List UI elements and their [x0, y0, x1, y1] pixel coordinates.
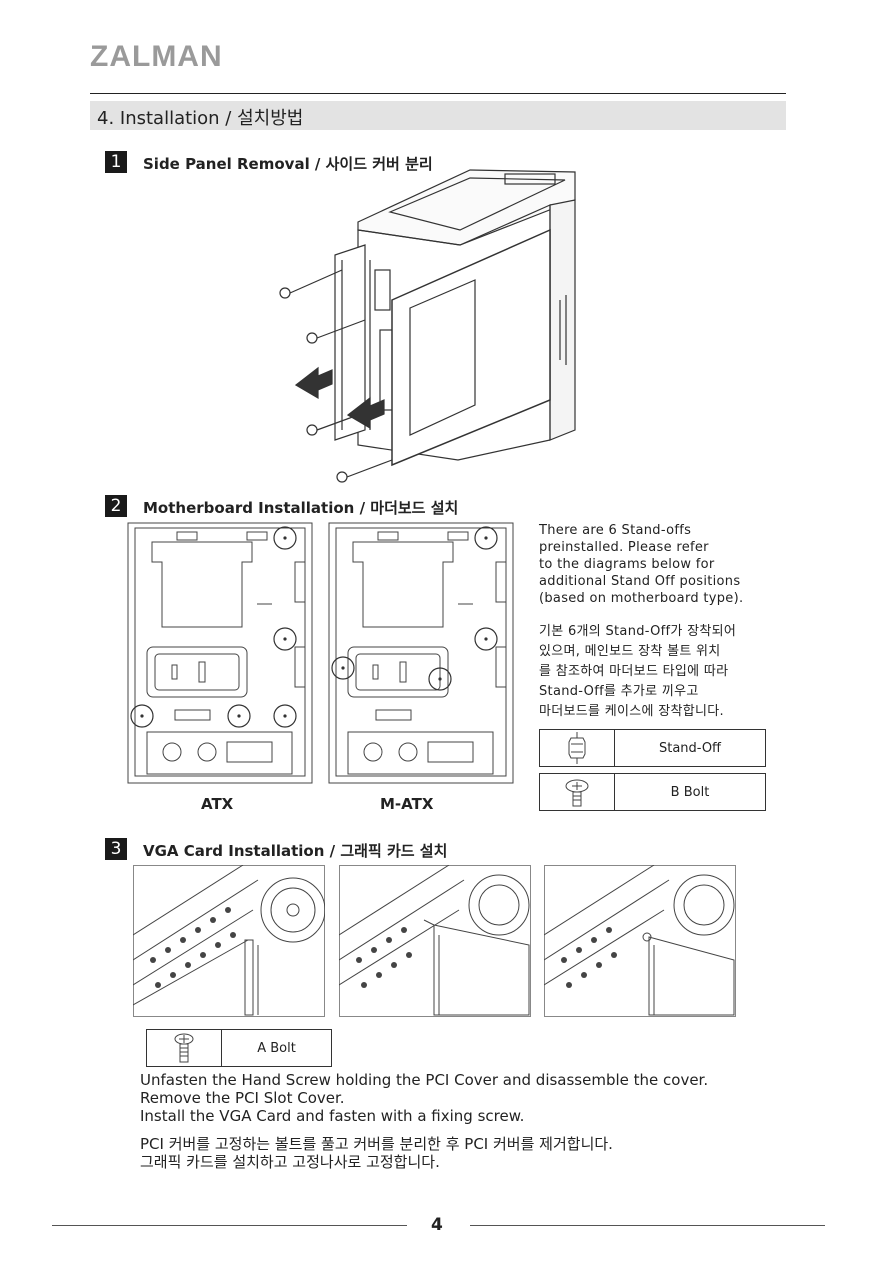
text-line: 마더보드를 케이스에 장착합니다.: [539, 704, 724, 719]
text-line: preinstalled. Please refer: [539, 540, 709, 555]
legend-standoff: Stand-Off: [539, 729, 766, 767]
text-line: 있으며, 메인보드 장착 볼트 위치: [539, 644, 721, 659]
vga-step-3-illustration: [544, 865, 736, 1017]
text-line: PCI 커버를 고정하는 볼트를 풀고 커버를 분리한 후 PCI 커버를 제거…: [140, 1135, 613, 1153]
m-atx-standoff-diagram: [328, 522, 514, 784]
footer-rule-left: [52, 1225, 407, 1226]
text-line: Remove the PCI Slot Cover.: [140, 1089, 345, 1107]
section-title: 4. Installation / 설치방법: [97, 108, 304, 129]
text-line: (based on motherboard type).: [539, 591, 744, 606]
b-bolt-icon: [540, 774, 615, 810]
text-line: Unfasten the Hand Screw holding the PCI …: [140, 1071, 709, 1089]
step-number-badge: 1: [105, 151, 127, 173]
text-line: Install the VGA Card and fasten with a f…: [140, 1107, 525, 1125]
step-title: VGA Card Installation / 그래픽 카드 설치: [143, 842, 448, 860]
page-number: 4: [431, 1215, 443, 1235]
legend-a-bolt: A Bolt: [146, 1029, 332, 1067]
standoff-icon: [540, 730, 615, 766]
a-bolt-label: A Bolt: [257, 1040, 296, 1056]
step-title: Side Panel Removal / 사이드 커버 분리: [143, 155, 433, 173]
text-line: additional Stand Off positions: [539, 574, 741, 589]
text-line: Stand-Off를 추가로 끼우고: [539, 684, 699, 699]
text-line: to the diagrams below for: [539, 557, 715, 572]
text-line: 기본 6개의 Stand-Off가 장착되어: [539, 624, 737, 639]
brand-logo: ZALMAN: [90, 40, 223, 73]
side-panel-removal-illustration: [279, 169, 576, 483]
m-atx-label: M-ATX: [380, 795, 434, 813]
text-line: 그래픽 카드를 설치하고 고정나사로 고정합니다.: [140, 1153, 440, 1171]
atx-standoff-diagram: [127, 522, 313, 784]
standoff-note-ko: 기본 6개의 Stand-Off가 장착되어 있으며, 메인보드 장착 볼트 위…: [539, 622, 779, 722]
vga-step-1-illustration: [133, 865, 325, 1017]
vga-step-2-illustration: [339, 865, 531, 1017]
b-bolt-label: B Bolt: [670, 784, 710, 800]
legend-b-bolt: B Bolt: [539, 773, 766, 811]
text-line: There are 6 Stand-offs: [539, 523, 692, 538]
step-number-badge: 3: [105, 838, 127, 860]
footer-rule-right: [470, 1225, 825, 1226]
step-number-badge: 2: [105, 495, 127, 517]
vga-instructions-ko: PCI 커버를 고정하는 볼트를 풀고 커버를 분리한 후 PCI 커버를 제거…: [140, 1135, 840, 1171]
standoff-label: Stand-Off: [658, 740, 722, 756]
section-bar: [90, 101, 786, 130]
text-line: 를 참조하여 마더보드 타입에 따라: [539, 664, 729, 679]
standoff-note-en: There are 6 Stand-offs preinstalled. Ple…: [539, 522, 779, 607]
atx-label: ATX: [201, 795, 234, 813]
vga-instructions-en: Unfasten the Hand Screw holding the PCI …: [140, 1071, 840, 1125]
a-bolt-icon: [147, 1030, 222, 1066]
step-title: Motherboard Installation / 마더보드 설치: [143, 499, 459, 517]
header-rule: [90, 93, 786, 94]
